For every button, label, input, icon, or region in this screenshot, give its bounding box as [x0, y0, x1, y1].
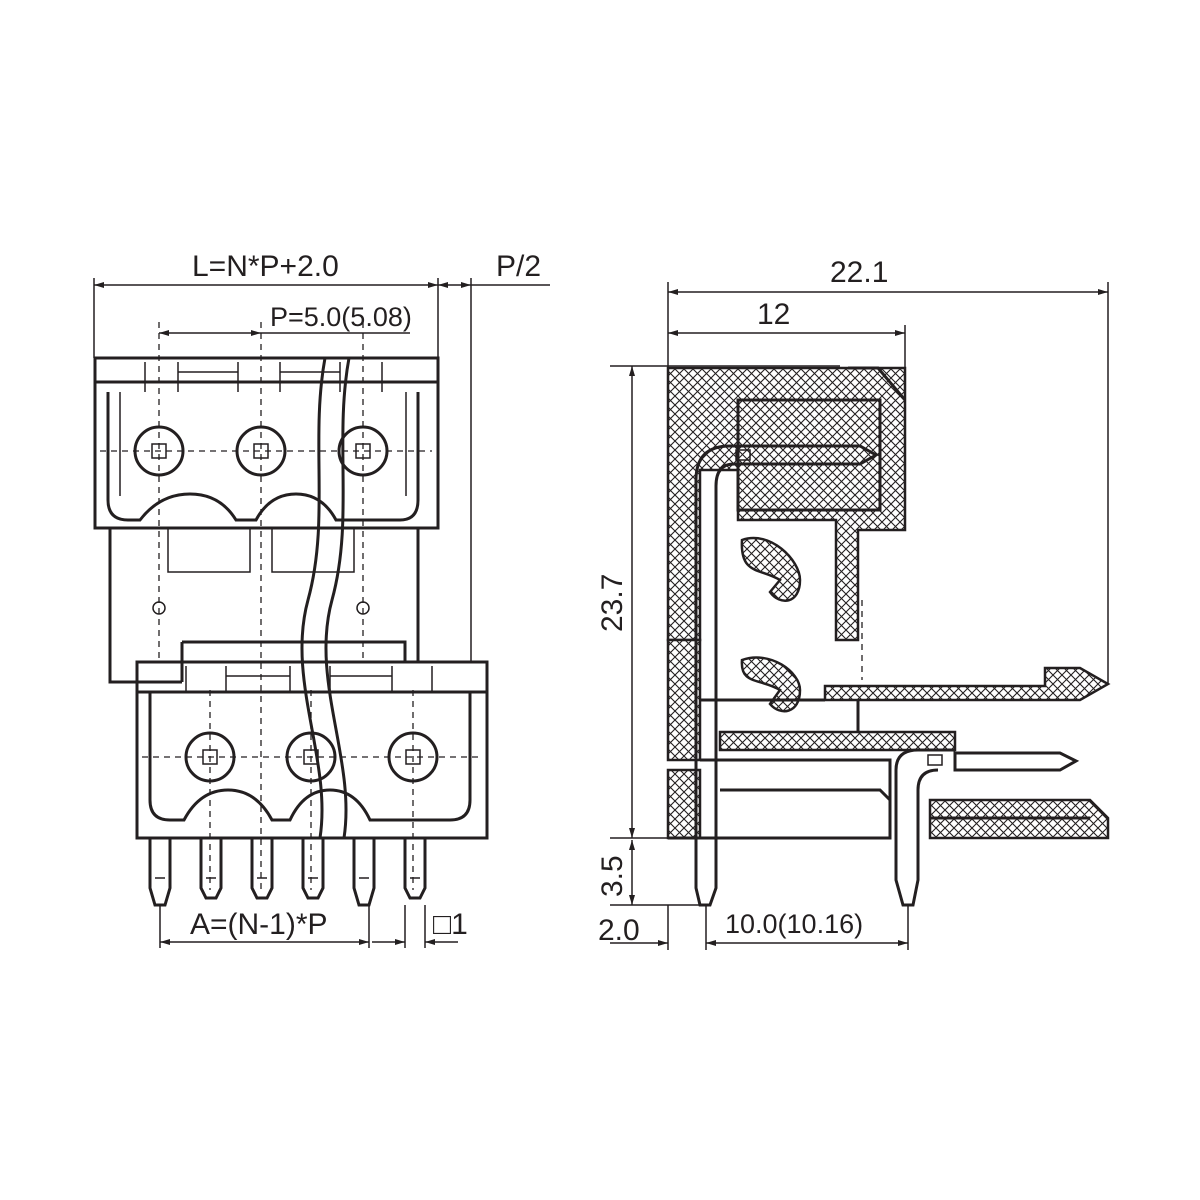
row-spacing-label: 10.0(10.16)	[725, 909, 863, 939]
overall-length-label: L=N*P+2.0	[192, 250, 339, 283]
latch-arm	[823, 666, 1111, 702]
pitch-label: P=5.0(5.08)	[270, 302, 412, 332]
spring-clamp-upper	[740, 536, 802, 602]
pin-offset-label: 2.0	[598, 914, 640, 947]
main-contact	[694, 444, 740, 907]
front-view: L=N*P+2.0 P/2 P=5.0(5.08) A=(N-1)*P □1	[93, 250, 550, 948]
pin-span-label: A=(N-1)*P	[190, 908, 328, 941]
half-pitch-label: P/2	[496, 250, 541, 283]
lower-header-housing	[135, 660, 489, 840]
break-line	[300, 356, 351, 840]
depth-label: 22.1	[830, 256, 888, 289]
side-dimensions	[610, 282, 1109, 950]
upper-plug-housing	[93, 356, 440, 530]
pin-length-label: 3.5	[596, 855, 629, 897]
side-view: 22.1 12 23.7 3.5 2.0 10.0(10.16)	[596, 256, 1111, 950]
header-pins	[148, 838, 427, 907]
centerlines-front	[100, 322, 482, 890]
spring-clamp-lower	[740, 656, 802, 713]
front-dimensions	[93, 278, 550, 948]
height-label: 23.7	[596, 574, 629, 632]
plug-depth-label: 12	[757, 298, 790, 331]
mating-body	[108, 527, 420, 684]
pin-size-label: □1	[433, 908, 468, 941]
